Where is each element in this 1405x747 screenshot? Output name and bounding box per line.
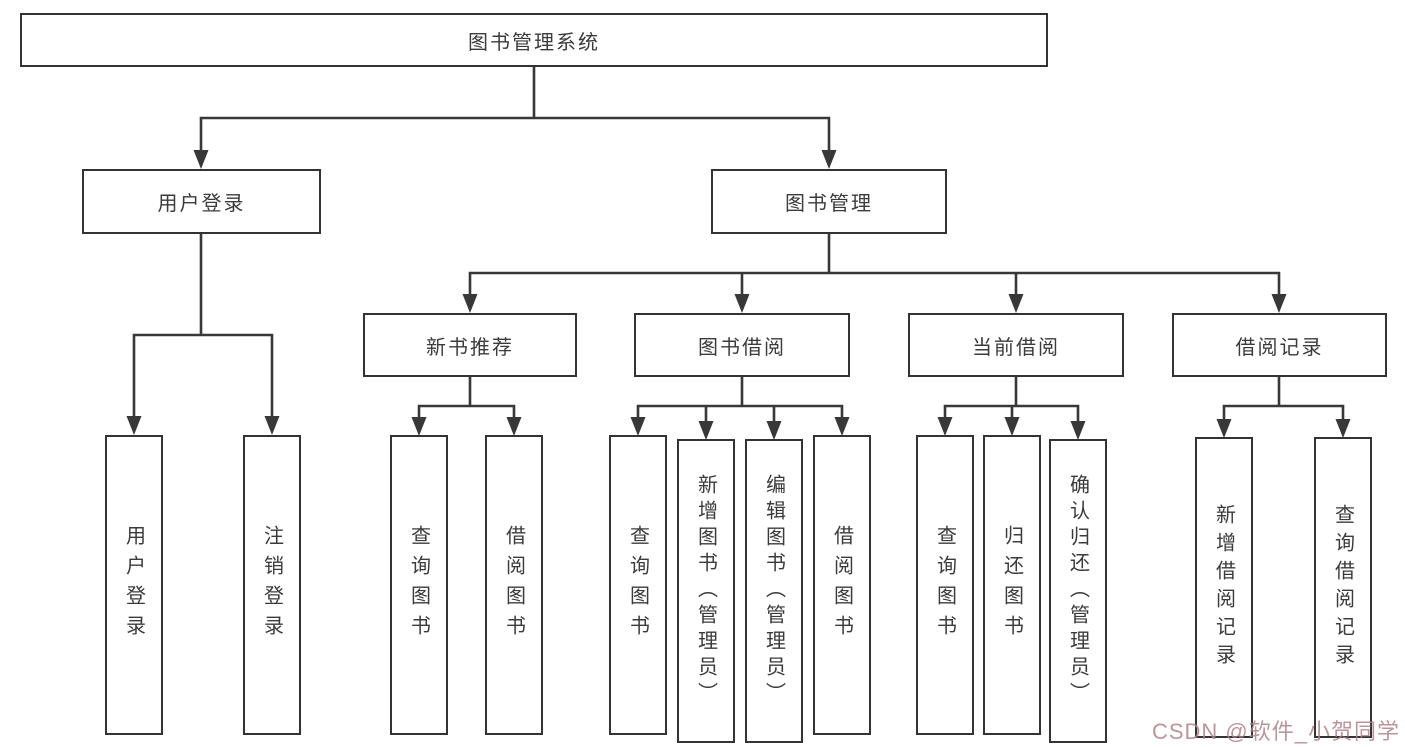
- leaf-add-books-admin: 新增图书（管理员）: [677, 439, 735, 743]
- leaf-borrow-books: 借阅图书: [813, 435, 871, 735]
- node-label: 注销登录: [260, 525, 283, 645]
- leaf-query-books-current: 查询图书: [916, 435, 974, 735]
- node-label: 用户登录: [157, 193, 246, 215]
- node-label: 新增图书（管理员）: [694, 474, 717, 708]
- node-label: 编辑图书（管理员）: [762, 474, 785, 708]
- node-user-login: 用户登录: [82, 169, 321, 234]
- node-label: 归还图书: [1000, 525, 1023, 645]
- leaf-borrow-books-recommend: 借阅图书: [485, 435, 543, 735]
- leaf-edit-books-admin: 编辑图书（管理员）: [745, 439, 803, 743]
- leaf-query-borrow-record: 查询借阅记录: [1314, 437, 1372, 738]
- csdn-watermark: CSDN @软件_小贺同学: [1151, 719, 1400, 744]
- leaf-return-books: 归还图书: [983, 435, 1041, 735]
- node-label: 用户登录: [122, 525, 145, 645]
- node-book-management: 图书管理: [711, 169, 947, 234]
- leaf-confirm-return-admin: 确认归还（管理员）: [1049, 439, 1107, 743]
- node-new-book-recommend: 新书推荐: [363, 313, 577, 377]
- node-label: 借阅图书: [502, 525, 525, 645]
- node-label: 确认归还（管理员）: [1066, 474, 1089, 708]
- node-label: 借阅图书: [830, 525, 853, 645]
- node-label: 图书借阅: [698, 336, 786, 359]
- leaf-logout: 注销登录: [243, 435, 301, 735]
- node-label: 查询图书: [626, 525, 649, 645]
- leaf-query-books-borrow: 查询图书: [609, 435, 667, 735]
- node-book-borrow: 图书借阅: [634, 313, 850, 377]
- node-borrow-records: 借阅记录: [1172, 313, 1387, 377]
- node-current-borrow: 当前借阅: [908, 313, 1124, 377]
- node-label: 新增借阅记录: [1212, 503, 1235, 672]
- node-label: 借阅记录: [1235, 336, 1324, 359]
- node-label: 图书管理: [785, 193, 873, 215]
- leaf-query-books-recommend: 查询图书: [390, 435, 448, 735]
- node-label: 新书推荐: [426, 336, 514, 359]
- node-label: 查询图书: [407, 525, 430, 645]
- node-label: 图书管理系统: [468, 31, 600, 54]
- leaf-user-login: 用户登录: [105, 435, 163, 735]
- node-label: 当前借阅: [972, 336, 1060, 359]
- leaf-add-borrow-record: 新增借阅记录: [1195, 437, 1253, 738]
- node-root: 图书管理系统: [20, 13, 1048, 67]
- node-label: 查询借阅记录: [1331, 503, 1354, 672]
- node-label: 查询图书: [933, 525, 956, 645]
